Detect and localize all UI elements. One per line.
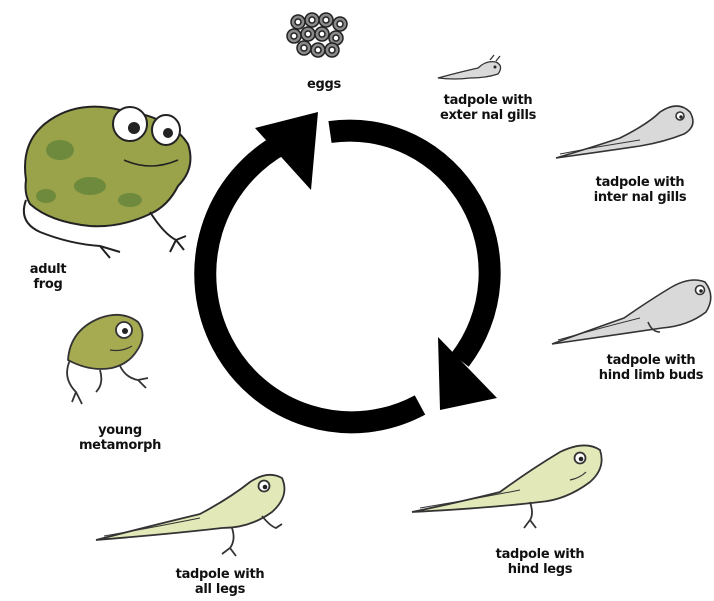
tadpole-internal-gills-illustration [556,106,693,158]
cycle-arrow-right [330,131,490,360]
label-young-metamorph-line-1: young [70,423,170,438]
label-tadpole-hind-limb-buds-line-2: hind limb buds [590,368,712,383]
cycle-arrow-left [205,143,420,422]
tadpole-all-legs-illustration [96,475,284,556]
young-metamorph-illustration [67,315,148,404]
cycle-arrows [205,112,497,422]
label-tadpole-hind-limb-buds: tadpole with hind limb buds [590,353,712,383]
label-tadpole-hind-legs-line-2: hind legs [480,562,600,577]
label-tadpole-external-gills: tadpole with exter nal gills [428,93,548,123]
label-tadpole-internal-gills-line-1: tadpole with [580,175,700,190]
label-eggs: eggs [294,77,354,92]
label-tadpole-hind-limb-buds-line-1: tadpole with [590,353,712,368]
label-tadpole-all-legs-line-1: tadpole with [160,567,280,582]
label-young-metamorph-line-2: metamorph [70,438,170,453]
label-eggs-line-1: eggs [294,77,354,92]
label-young-metamorph: young metamorph [70,423,170,453]
label-tadpole-internal-gills-line-2: inter nal gills [580,190,700,205]
label-adult-frog: adult frog [18,262,78,292]
label-tadpole-all-legs: tadpole with all legs [160,567,280,597]
label-tadpole-all-legs-line-2: all legs [160,582,280,597]
label-tadpole-external-gills-line-2: exter nal gills [428,108,548,123]
label-tadpole-external-gills-line-1: tadpole with [428,93,548,108]
label-tadpole-hind-legs: tadpole with hind legs [480,547,600,577]
label-tadpole-hind-legs-line-1: tadpole with [480,547,600,562]
tadpole-hind-limb-buds-illustration [552,280,711,344]
tadpole-external-gills-illustration [438,55,501,79]
label-adult-frog-line-1: adult [18,262,78,277]
eggs-illustration [287,13,347,57]
tadpole-hind-legs-illustration [412,445,602,528]
adult-frog-illustration [24,107,191,258]
label-adult-frog-line-2: frog [18,277,78,292]
label-tadpole-internal-gills: tadpole with inter nal gills [580,175,700,205]
